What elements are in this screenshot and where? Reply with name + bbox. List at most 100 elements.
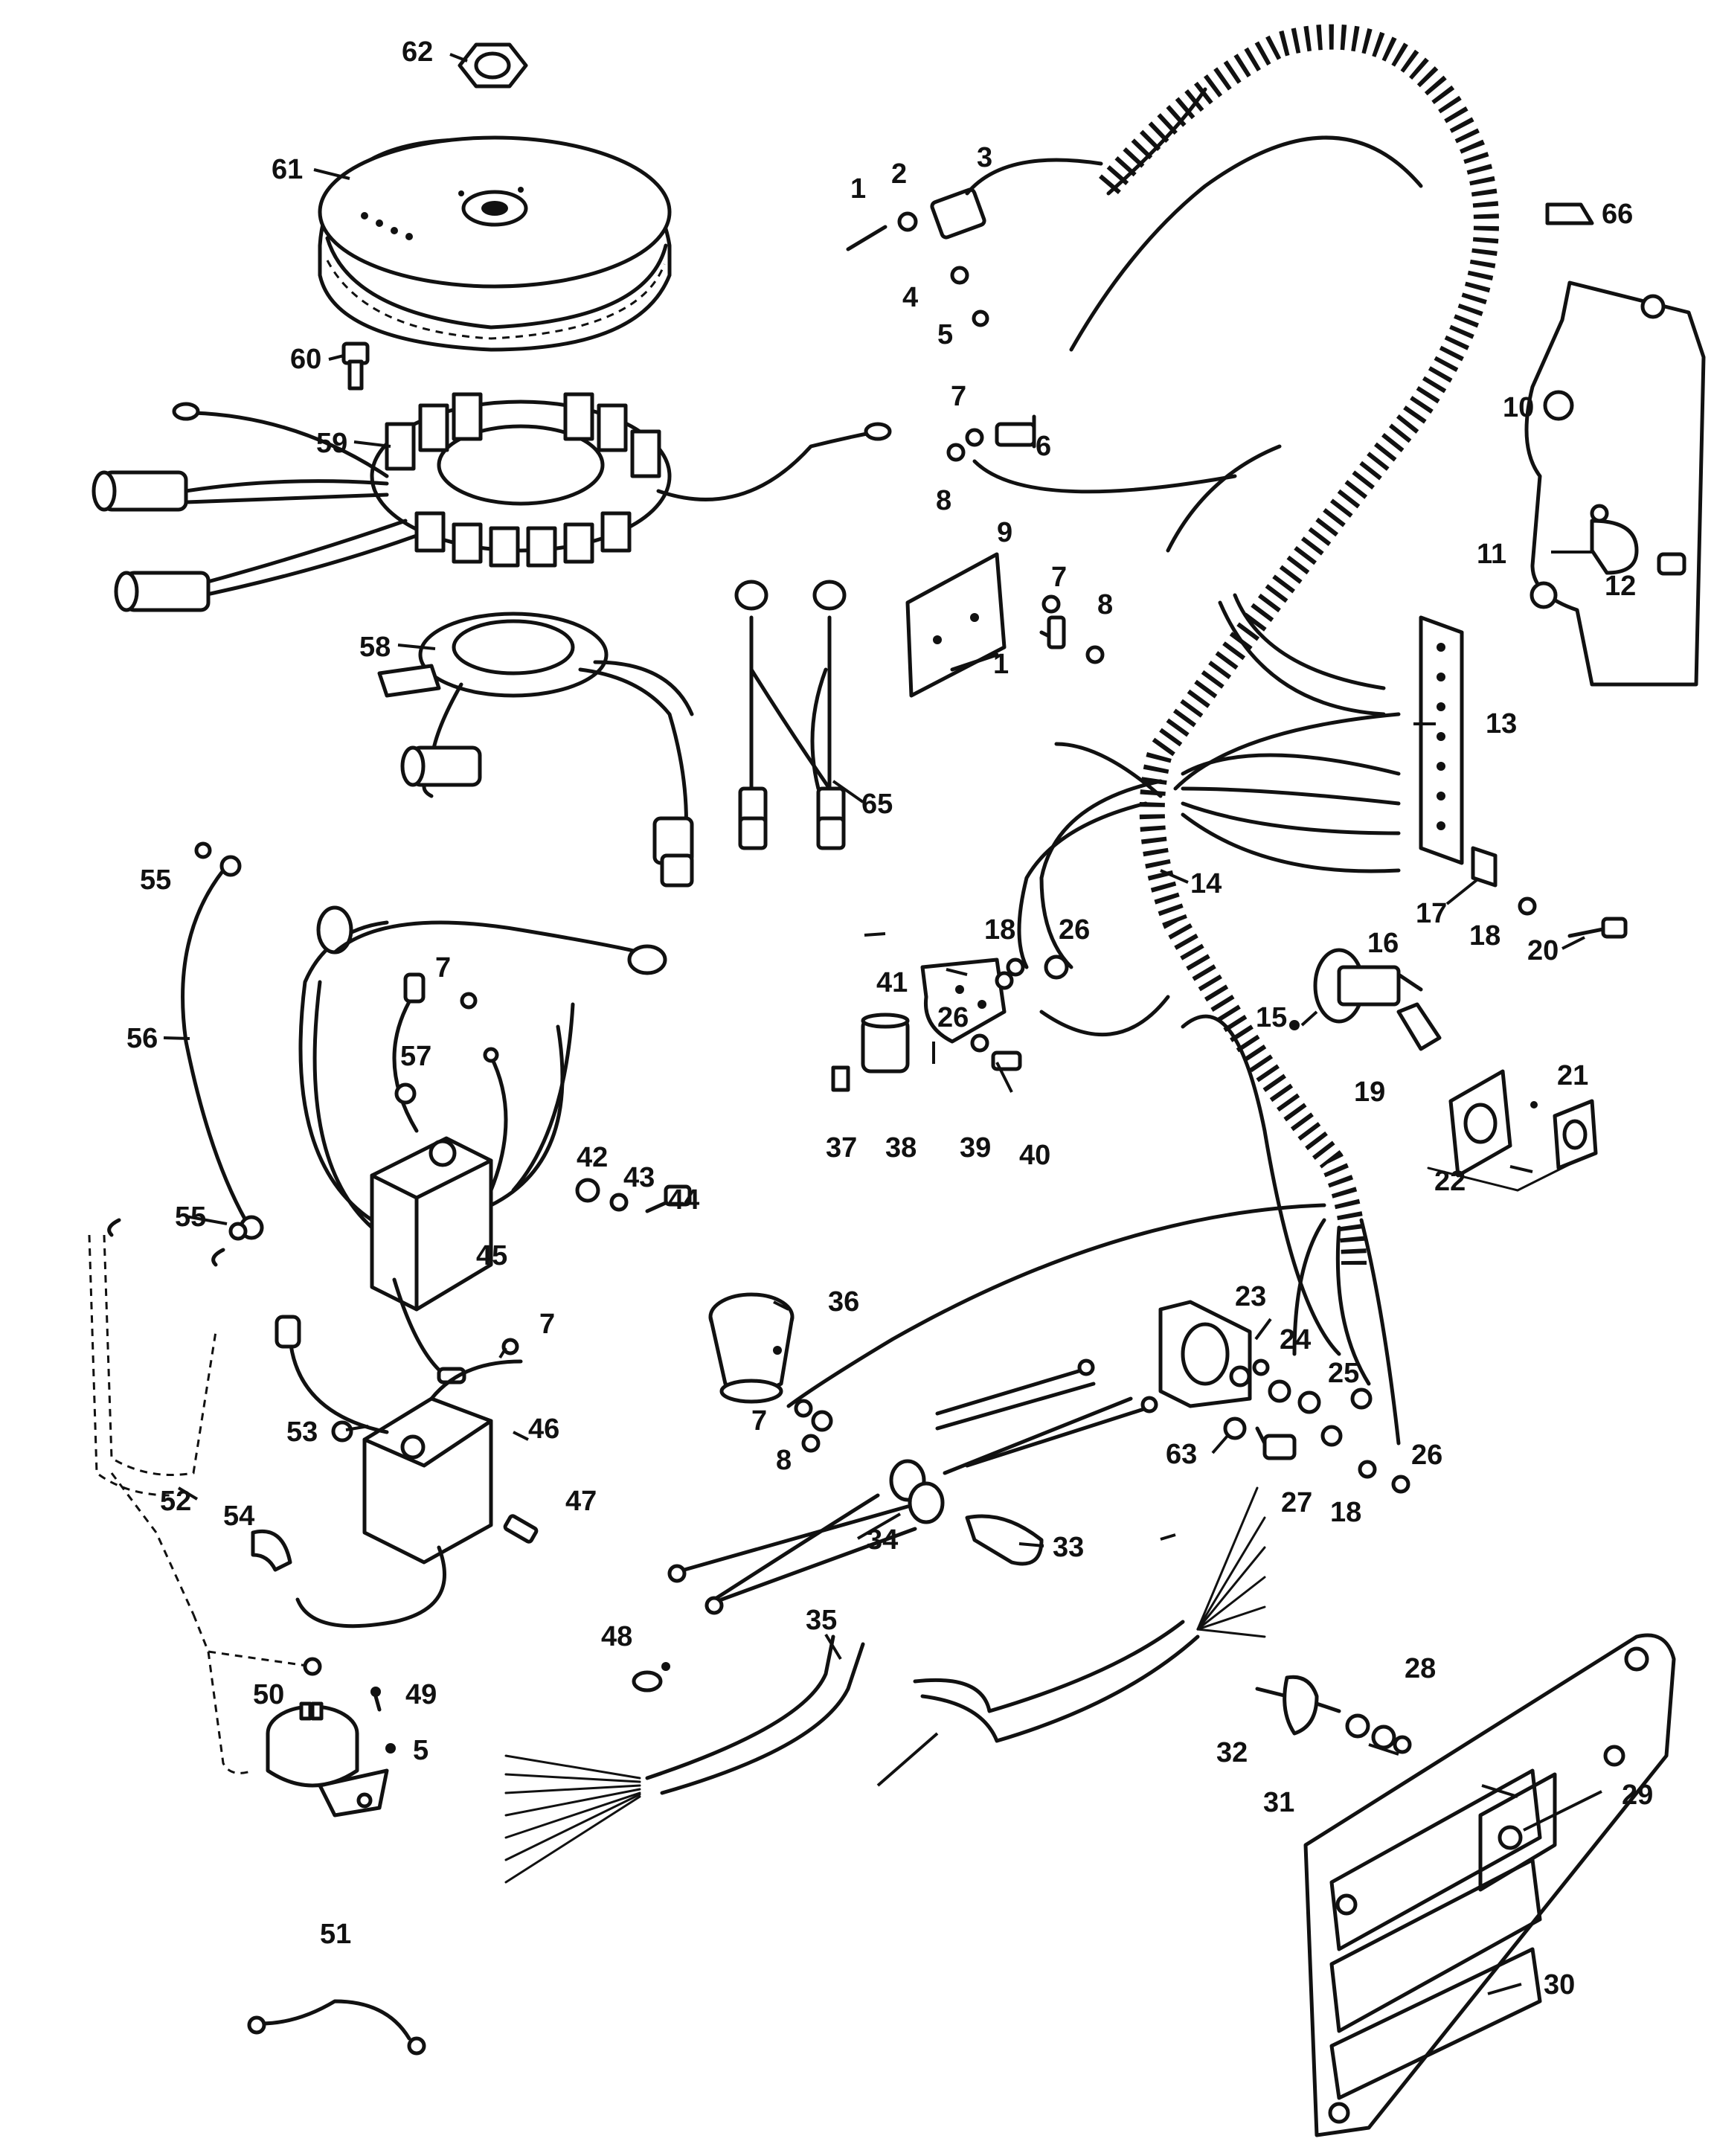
power-pack xyxy=(298,905,667,1385)
callout-9: 9 xyxy=(997,517,1012,548)
callout-60: 60 xyxy=(290,344,321,375)
callout-6: 6 xyxy=(1036,431,1051,462)
terminal-block xyxy=(1419,615,1628,939)
callout-44: 44 xyxy=(668,1184,699,1216)
callout-18c: 18 xyxy=(1330,1497,1361,1528)
callout-54: 54 xyxy=(223,1501,254,1532)
callout-7: 7 xyxy=(951,381,966,412)
callout-2: 2 xyxy=(891,158,907,190)
callout-7c: 7 xyxy=(435,952,451,984)
callout-24: 24 xyxy=(1280,1324,1311,1355)
callout-51: 51 xyxy=(320,1919,351,1950)
callout-41: 41 xyxy=(876,967,908,998)
callout-1: 1 xyxy=(850,173,866,205)
callout-18b: 18 xyxy=(984,914,1015,946)
callout-47: 47 xyxy=(565,1486,597,1517)
flywheel xyxy=(318,135,672,352)
callout-38: 38 xyxy=(885,1132,917,1164)
starter-solenoid xyxy=(1158,1300,1410,1494)
callout-33: 33 xyxy=(1053,1532,1084,1563)
callout-4: 4 xyxy=(902,282,918,313)
callout-5: 5 xyxy=(937,319,953,350)
flywheel-bolt xyxy=(341,341,370,391)
callout-42: 42 xyxy=(577,1142,608,1173)
callout-8: 8 xyxy=(936,485,951,516)
callout-16: 16 xyxy=(1367,928,1399,959)
switch-assembly-top xyxy=(846,158,1103,327)
washer-nut-pair xyxy=(1006,955,1069,980)
callout-32: 32 xyxy=(1216,1737,1248,1768)
callout-8b: 8 xyxy=(1097,589,1113,620)
callout-13: 13 xyxy=(1486,708,1517,739)
wire-connector-48 xyxy=(632,1662,670,1693)
callout-58: 58 xyxy=(359,632,391,663)
callout-20: 20 xyxy=(1527,935,1559,966)
main-wire-harness xyxy=(786,24,1499,1446)
callout-37: 37 xyxy=(826,1132,857,1164)
battery-cables xyxy=(667,1358,1158,1615)
wire-harness-dashed xyxy=(88,1218,322,1774)
callout-22: 22 xyxy=(1434,1166,1466,1197)
rectifier xyxy=(905,552,1105,698)
callout-12: 12 xyxy=(1605,571,1636,602)
callout-5b: 5 xyxy=(413,1735,428,1766)
callout-10: 10 xyxy=(1503,392,1534,423)
callout-28: 28 xyxy=(1405,1653,1436,1684)
callout-25: 25 xyxy=(1328,1358,1359,1389)
callout-14: 14 xyxy=(1190,868,1222,899)
callout-11: 11 xyxy=(1477,539,1506,570)
switch-plate xyxy=(1427,1069,1598,1192)
flywheel-nut xyxy=(458,42,528,89)
callout-1b: 1 xyxy=(993,649,1009,680)
callout-7b: 7 xyxy=(1051,562,1067,593)
callout-26b: 26 xyxy=(937,1002,969,1033)
mounting-bracket xyxy=(1524,202,1706,687)
callout-53: 53 xyxy=(286,1417,318,1448)
callout-3: 3 xyxy=(977,142,992,173)
callout-45: 45 xyxy=(476,1240,507,1271)
callout-52: 52 xyxy=(160,1486,191,1517)
callout-39: 39 xyxy=(960,1132,991,1164)
leads-assembly xyxy=(734,580,847,850)
callout-43: 43 xyxy=(623,1162,655,1193)
callout-57: 57 xyxy=(400,1041,431,1072)
callout-66: 66 xyxy=(1602,199,1633,230)
ignition-switch xyxy=(1289,948,1442,1051)
choke-bracket-assembly xyxy=(831,957,1022,1092)
callout-18: 18 xyxy=(1469,920,1500,952)
callout-49: 49 xyxy=(405,1679,437,1710)
callout-26: 26 xyxy=(1059,914,1090,946)
callout-21: 21 xyxy=(1557,1060,1588,1091)
callout-61: 61 xyxy=(272,154,303,185)
callout-15: 15 xyxy=(1256,1002,1287,1033)
callout-27: 27 xyxy=(1281,1487,1312,1518)
callout-23: 23 xyxy=(1235,1281,1266,1312)
callout-50: 50 xyxy=(253,1679,284,1710)
callout-29: 29 xyxy=(1622,1780,1653,1811)
grommet-mount xyxy=(1255,1675,1412,1754)
engine-cable xyxy=(504,1486,1266,1884)
cable-clip xyxy=(965,1514,1044,1566)
callout-17: 17 xyxy=(1416,898,1447,929)
timer-base-trigger xyxy=(377,612,694,888)
callout-7d: 7 xyxy=(539,1309,555,1340)
ground-lead xyxy=(181,841,264,1241)
mounting-panel xyxy=(1303,1633,1676,2137)
callout-7e: 7 xyxy=(751,1405,767,1437)
callout-31: 31 xyxy=(1263,1787,1294,1818)
callout-48: 48 xyxy=(601,1621,632,1652)
choke-solenoid xyxy=(708,1292,833,1453)
callout-46: 46 xyxy=(528,1414,559,1445)
callout-35: 35 xyxy=(806,1605,837,1636)
callout-30: 30 xyxy=(1544,1969,1575,2001)
callout-55: 55 xyxy=(140,864,171,896)
callout-19: 19 xyxy=(1354,1077,1385,1108)
callout-65: 65 xyxy=(861,789,893,820)
callout-26c: 26 xyxy=(1411,1440,1442,1471)
callout-55b: 55 xyxy=(175,1201,206,1233)
callout-62: 62 xyxy=(402,36,433,68)
callout-8c: 8 xyxy=(776,1445,792,1476)
callout-59: 59 xyxy=(316,428,347,459)
power-pack-hardware xyxy=(575,1178,692,1213)
